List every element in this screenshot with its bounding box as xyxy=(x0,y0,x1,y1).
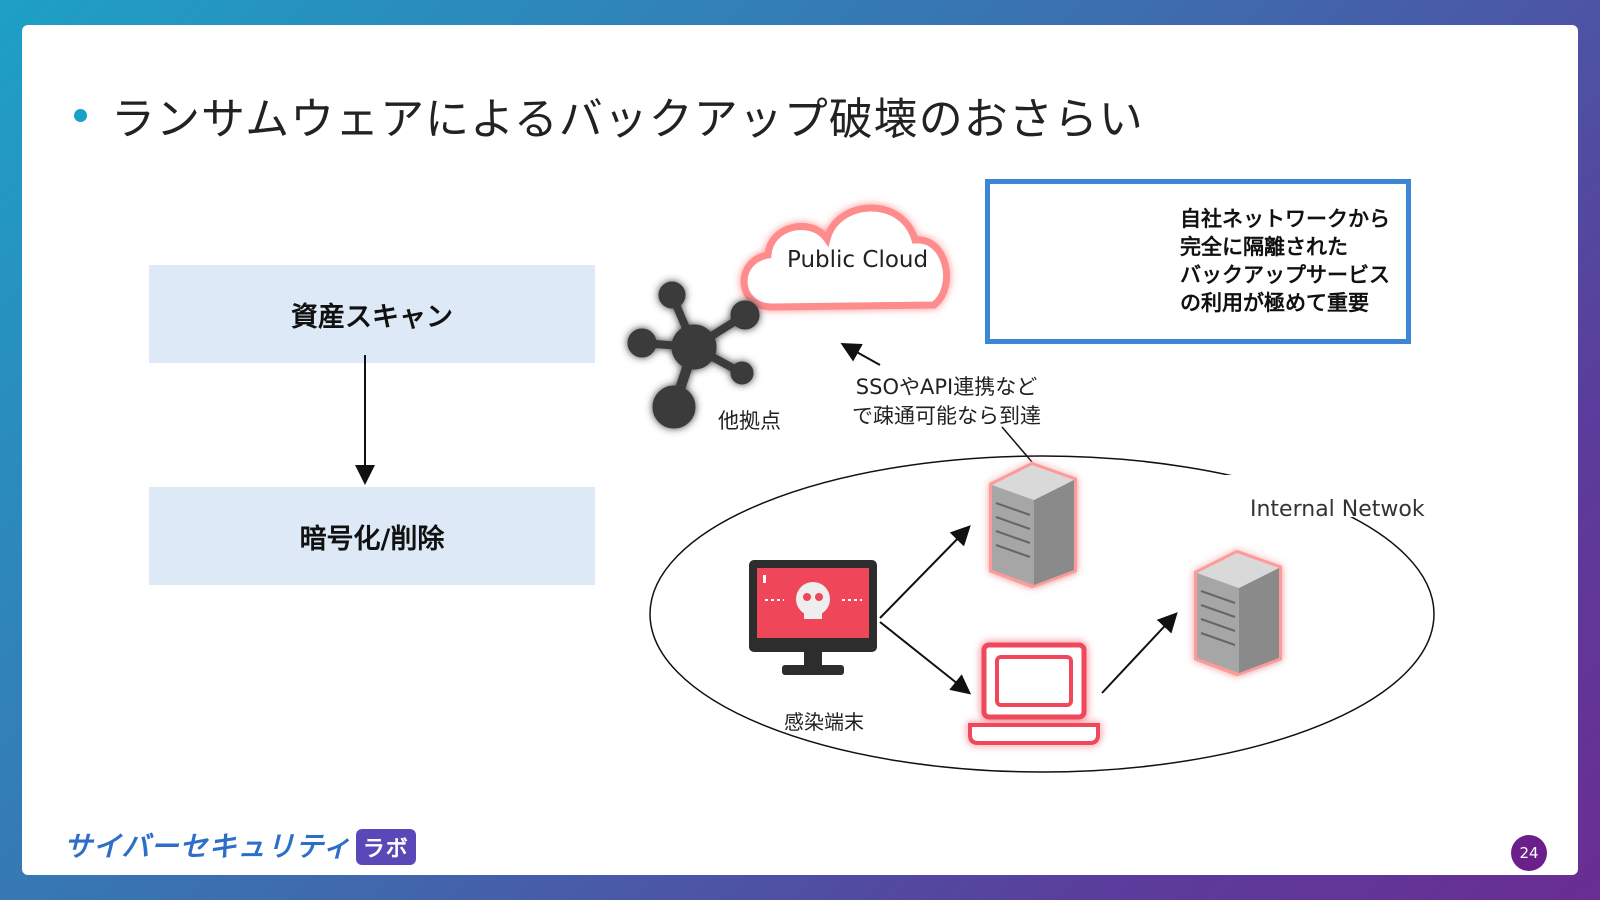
slide: ランサムウェアによるバックアップ破壊のおさらい 資産スキャン 暗号化/削除 xyxy=(22,25,1578,875)
sso-note-line2: で疎通可能なら到達 xyxy=(852,404,1041,428)
callout-line2: 完全に隔離された xyxy=(1180,235,1348,259)
sso-note: SSOやAPI連携など で疎通可能なら到達 xyxy=(852,373,1041,431)
title-bullet xyxy=(74,108,87,122)
arrow-to-laptop xyxy=(879,621,972,695)
sso-note-line1: SSOやAPI連携など xyxy=(855,375,1038,399)
brand-logo-text: サイバーセキュリティ xyxy=(64,830,352,863)
callout-text: 自社ネットワークから 完全に隔離された バックアップサービス の利用が極めて重要 xyxy=(1180,205,1390,317)
callout-line1: 自社ネットワークから xyxy=(1180,207,1390,231)
cloud-icon xyxy=(740,204,951,311)
other-sites-label: 他拠点 xyxy=(718,409,781,433)
brand-logo-badge: ラボ xyxy=(355,829,416,865)
infected-monitor-icon xyxy=(749,560,877,675)
flow-step-asset-scan: 資産スキャン xyxy=(149,265,595,363)
server-icon xyxy=(989,461,1077,589)
flow-step-encrypt-delete: 暗号化/削除 xyxy=(149,487,595,585)
server-icon xyxy=(1194,549,1282,677)
isolated-backup-callout xyxy=(985,179,1411,344)
arrow-to-cloud xyxy=(840,343,881,366)
sso-connector xyxy=(1001,426,1033,463)
title-row: ランサムウェアによるバックアップ破壊のおさらい xyxy=(74,83,1144,147)
public-cloud-label: Public Cloud xyxy=(787,247,929,273)
callout-line4: の利用が極めて重要 xyxy=(1180,291,1369,315)
infected-device-label: 感染端末 xyxy=(784,710,864,734)
internal-network-ellipse xyxy=(649,455,1435,773)
hub-icon xyxy=(627,281,760,429)
page-number: 24 xyxy=(1511,835,1547,871)
network-diagram: </> xyxy=(355,191,1435,773)
internal-network-label: Internal Netwok xyxy=(1250,497,1425,522)
arrow-to-server-2 xyxy=(1101,612,1178,694)
laptop-icon xyxy=(968,642,1100,745)
callout-line3: バックアップサービス xyxy=(1180,263,1390,287)
arrow-to-server-1 xyxy=(879,525,971,619)
brand-logo: サイバーセキュリティラボ xyxy=(64,825,416,865)
slide-title: ランサムウェアによるバックアップ破壊のおさらい xyxy=(111,94,1144,145)
